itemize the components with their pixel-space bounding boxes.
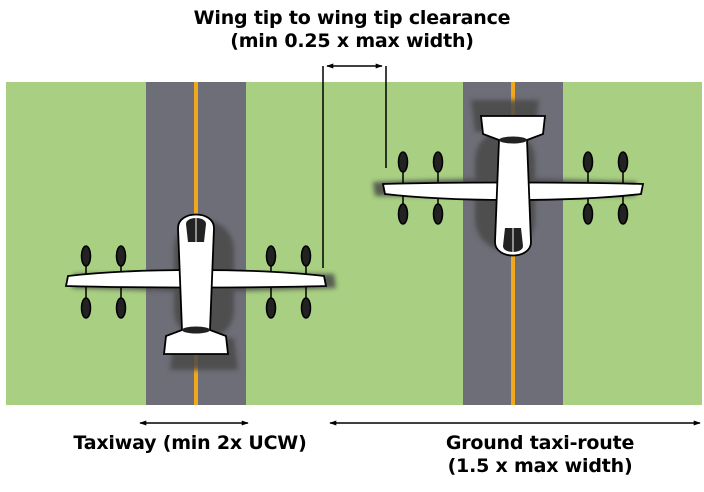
- clearance-title-line1: Wing tip to wing tip clearance: [193, 7, 511, 29]
- clearance-title: Wing tip to wing tip clearance (min 0.25…: [152, 7, 552, 53]
- grass-strip: [6, 82, 702, 405]
- clearance-dimension-icon: [322, 63, 387, 268]
- taxiway-label: Taxiway (min 2x UCW): [73, 432, 307, 454]
- ground-route-label-line1: Ground taxi-route: [445, 432, 635, 454]
- ground-route-label: Ground taxi-route (1.5 x max width): [400, 432, 680, 478]
- ground-route-label-line2: (1.5 x max width): [447, 455, 633, 477]
- clearance-title-line2: (min 0.25 x max width): [230, 30, 474, 52]
